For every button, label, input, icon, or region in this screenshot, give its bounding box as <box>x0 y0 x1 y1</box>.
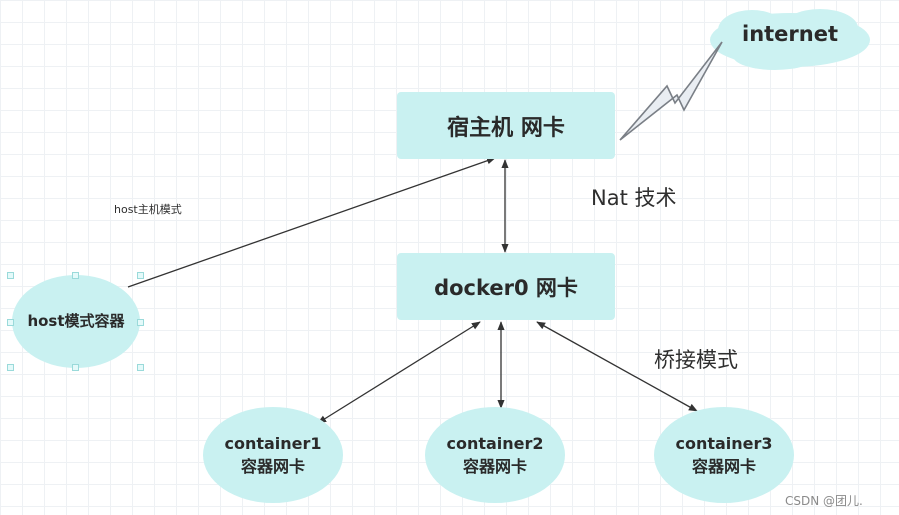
container3-name: container3 <box>675 433 773 453</box>
selection-handle <box>7 364 14 371</box>
selection-handle <box>72 364 79 371</box>
container2-name: container2 <box>446 433 544 453</box>
docker0-node: docker0 网卡 <box>397 253 615 320</box>
watermark: CSDN @团儿. <box>785 494 863 508</box>
container2-nic: 容器网卡 <box>462 457 527 476</box>
container3-nic: 容器网卡 <box>691 457 756 476</box>
arrow-container1-docker0 <box>317 321 481 424</box>
host-container-node: host模式容器 <box>12 275 140 368</box>
selection-handle <box>7 272 14 279</box>
selection-handle <box>7 319 14 326</box>
host-container-label: host模式容器 <box>27 311 125 330</box>
arrow-hostcontainer-hostnic <box>127 157 496 288</box>
container2-node: container2 容器网卡 <box>425 407 565 503</box>
bridge-mode-label: 桥接模式 <box>654 348 738 372</box>
host-nic-label: 宿主机 网卡 <box>447 115 565 141</box>
lightning-bolt-icon <box>619 41 723 141</box>
internet-cloud <box>710 9 870 70</box>
host-mode-label: host主机模式 <box>114 203 182 216</box>
container3-node: container3 容器网卡 <box>654 407 794 503</box>
container1-nic: 容器网卡 <box>240 457 305 476</box>
selection-handle <box>137 272 144 279</box>
arrow-container3-docker0 <box>536 321 698 412</box>
docker0-label: docker0 网卡 <box>434 275 578 300</box>
internet-label: internet <box>742 22 839 46</box>
selection-handle <box>72 272 79 279</box>
selection-handle <box>137 319 144 326</box>
host-nic-node: 宿主机 网卡 <box>397 92 615 159</box>
selection-handle <box>137 364 144 371</box>
nat-label: Nat 技术 <box>591 186 677 210</box>
container1-node: container1 容器网卡 <box>203 407 343 503</box>
container1-name: container1 <box>224 433 322 453</box>
